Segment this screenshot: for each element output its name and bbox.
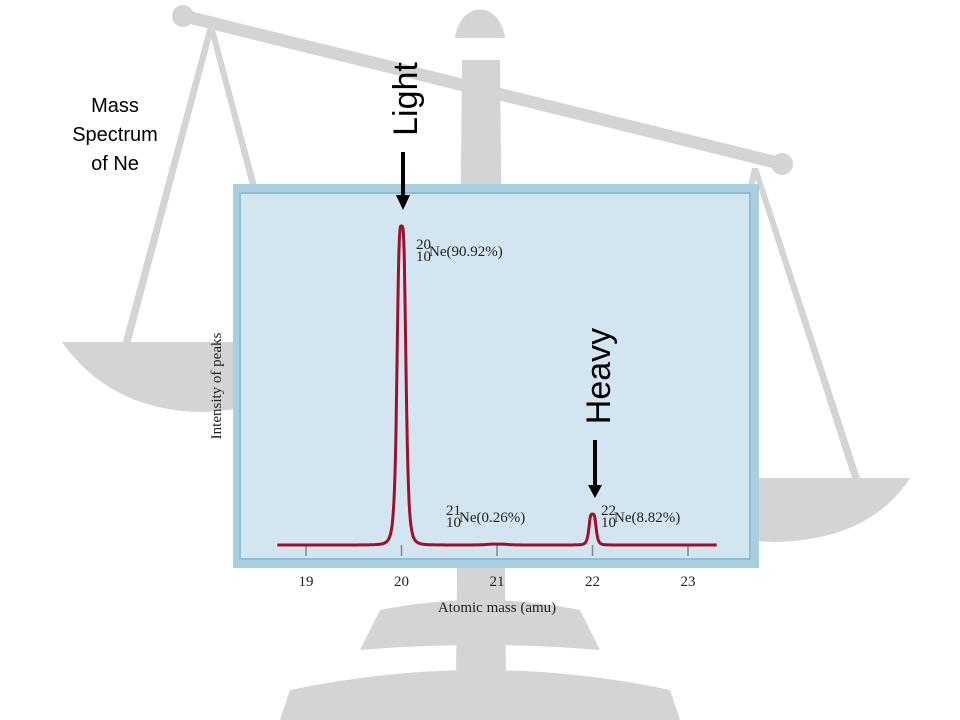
x-tick-label: 19 bbox=[299, 574, 314, 590]
heavy-label: Heavy bbox=[580, 327, 618, 425]
light-label: Light bbox=[387, 62, 425, 136]
y-axis-title: Intensity of peaks bbox=[209, 333, 225, 440]
atomic-number: 10 bbox=[416, 249, 431, 265]
atomic-number: 10 bbox=[446, 515, 461, 531]
atomic-number: 10 bbox=[601, 515, 616, 531]
x-axis-title: Atomic mass (amu) bbox=[438, 600, 556, 616]
slide-title: Mass Spectrum of Ne bbox=[40, 92, 190, 179]
mass-number: 21 bbox=[446, 503, 461, 519]
title-line: Spectrum bbox=[72, 124, 158, 146]
peak-label-text: Ne(8.82%) bbox=[614, 510, 680, 526]
mass-number: 20 bbox=[416, 237, 431, 253]
chart-frame bbox=[233, 184, 759, 568]
heavy-arrow bbox=[588, 440, 602, 498]
light-arrow bbox=[396, 152, 410, 210]
spectrum-trace bbox=[276, 224, 718, 547]
title-line: Mass bbox=[91, 95, 139, 117]
mass-number: 22 bbox=[601, 503, 616, 519]
x-tick-label: 20 bbox=[394, 574, 409, 590]
title-line: of Ne bbox=[91, 153, 139, 175]
x-tick-label: 22 bbox=[585, 574, 600, 590]
peak-label-text: Ne(90.92%) bbox=[429, 244, 503, 260]
chart-panel bbox=[239, 192, 751, 560]
peak-label-text: Ne(0.26%) bbox=[459, 510, 525, 526]
x-tick-label: 21 bbox=[490, 574, 505, 590]
x-tick-label: 23 bbox=[681, 574, 696, 590]
